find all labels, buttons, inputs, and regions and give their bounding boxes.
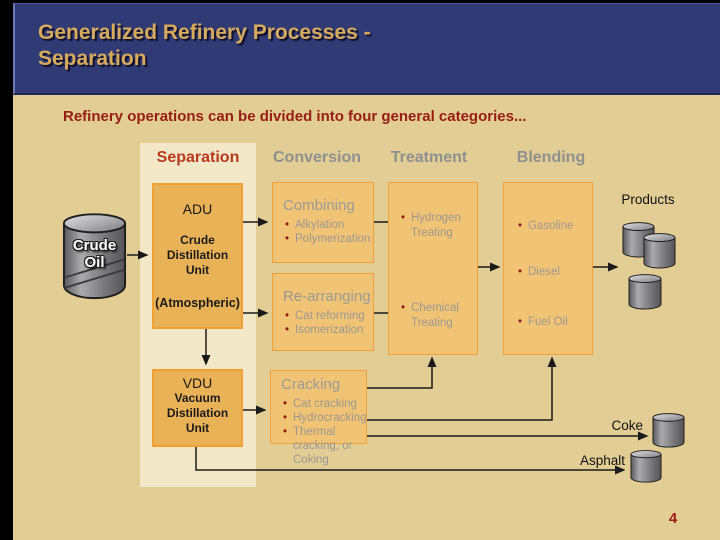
slide-title: Generalized Refinery Processes - Separati… <box>38 20 371 72</box>
list-item: Fuel Oil <box>518 315 590 330</box>
adu-box: ADU Crude Distillation Unit (Atmospheric… <box>152 183 243 329</box>
category-header-conversion: Conversion <box>272 149 361 166</box>
page-number: 4 <box>668 510 678 527</box>
slide-body: Refinery operations can be divided into … <box>13 95 720 540</box>
list-item: Diesel <box>518 265 590 280</box>
list-item: Cat cracking <box>283 397 362 411</box>
list-item: Isomerization <box>285 323 369 337</box>
cracking-box: Cracking Cat cracking Hydrocracking Ther… <box>270 370 367 466</box>
rearranging-box: Re-arranging Cat reforming Isomerization <box>272 273 374 351</box>
slide-title-line1: Generalized Refinery Processes - <box>38 21 371 44</box>
combining-box: Combining Alkylation Polymerization <box>272 182 374 263</box>
vdu-abbr: VDU <box>182 375 213 391</box>
rearranging-title: Re-arranging <box>283 288 371 305</box>
slide-subtitle: Refinery operations can be divided into … <box>63 108 527 125</box>
adu-abbr: ADU <box>182 201 213 217</box>
adu-qualifier: (Atmospheric) <box>155 296 240 310</box>
list-item: Chemical Treating <box>401 301 473 331</box>
arrow-cracking-to-blending <box>367 356 557 421</box>
arrow-cracking-to-treatment <box>367 356 437 389</box>
coke-drum-icon <box>652 413 685 448</box>
adu-name: Crude Distillation Unit <box>166 233 229 277</box>
flow-arrows <box>127 217 649 475</box>
category-header-separation: Separation <box>156 149 240 166</box>
list-item: Hydrogen Treating <box>401 211 473 241</box>
slide-title-line2: Separation <box>38 47 147 70</box>
treatment-box: Hydrogen Treating Chemical Treating <box>388 182 478 355</box>
crude-oil-drum-icon: Crude Oil <box>62 213 127 302</box>
products-drum-icon <box>628 274 662 310</box>
products-label: Products <box>621 192 675 207</box>
list-item: Thermal cracking, or Coking <box>283 425 362 467</box>
asphalt-drum-icon <box>630 450 662 483</box>
category-header-treatment: Treatment <box>390 149 468 166</box>
list-item: Gasoline <box>518 219 590 234</box>
list-item: Polymerization <box>285 232 370 246</box>
arrow-vdu-to-asphalt <box>195 447 626 475</box>
slide-header-band: Generalized Refinery Processes - Separati… <box>13 3 720 95</box>
cracking-title: Cracking <box>281 376 341 393</box>
list-item: Hydrocracking <box>283 411 367 425</box>
products-drum-icon <box>643 233 676 269</box>
vdu-box: VDU Vacuum Distillation Unit <box>152 369 243 447</box>
category-header-blending: Blending <box>516 149 586 166</box>
crude-oil-label: Crude Oil <box>72 237 117 271</box>
blending-box: Gasoline Diesel Fuel Oil <box>503 182 593 355</box>
list-item: Cat reforming <box>285 309 369 323</box>
combining-title: Combining <box>283 197 355 214</box>
list-item: Alkylation <box>285 218 369 232</box>
asphalt-label: Asphalt <box>579 453 625 468</box>
vdu-name: Vacuum Distillation Unit <box>166 391 229 435</box>
coke-label: Coke <box>611 418 643 433</box>
